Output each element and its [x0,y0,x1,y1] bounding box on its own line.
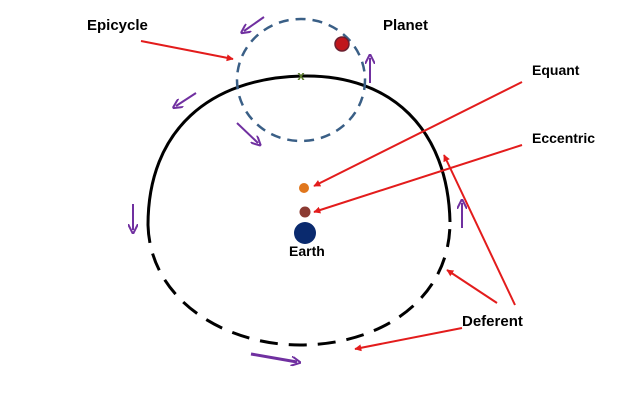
motion-arrow-deferent-bottom [250,352,297,362]
label-eccentric: Eccentric [532,130,595,146]
label-epicycle: Epicycle [87,17,148,34]
pointer-arrow-deferent-middle [446,269,498,304]
epicycle-center-mark: x [297,68,305,83]
motion-arrow-epicycle-bottom [236,122,258,143]
label-planet: Planet [383,17,428,34]
deferent-circle-solid [146,74,452,226]
label-earth: Earth [289,243,325,259]
motion-arrow-epicycle-left [176,92,197,106]
pointer-arrow-eccentric [313,144,523,214]
earth-dot [294,222,316,244]
pointer-arrow-deferent-lower [354,327,463,352]
pointer-arrow-deferent-upper [443,154,516,306]
equant-dot [299,183,309,193]
eccentric-dot [299,206,311,218]
pointer-arrow-epicycle [140,40,234,62]
label-equant: Equant [532,62,580,78]
deferent-circle-dashed [146,221,452,347]
epicycle-circle [235,17,367,143]
label-deferent: Deferent [462,313,523,330]
motion-arrow-epicycle-top [244,16,265,31]
planet-dot [334,36,350,52]
pointer-arrow-equant [313,81,523,187]
